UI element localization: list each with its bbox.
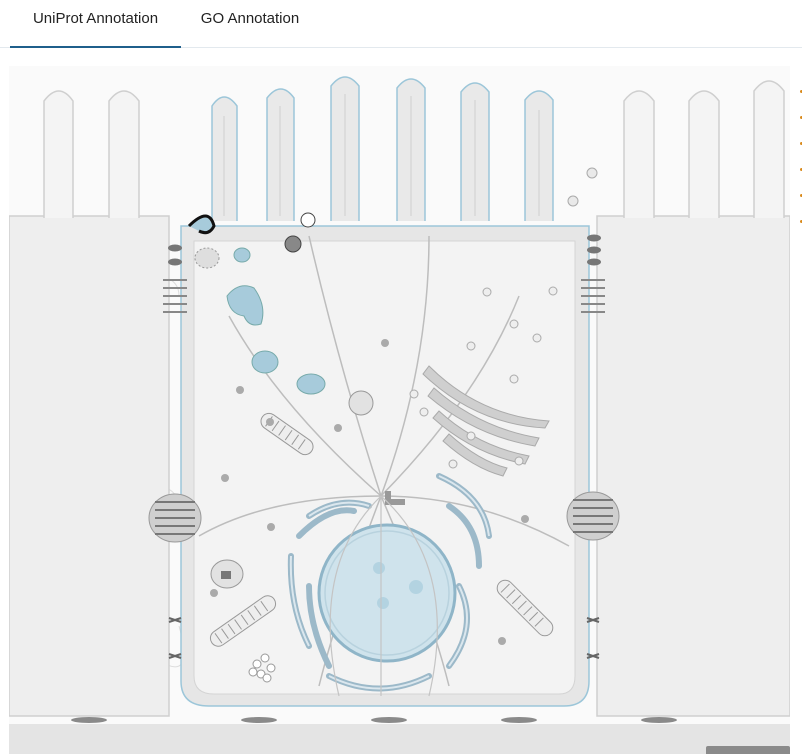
desmosome-right — [566, 491, 620, 541]
vesicles-golgi — [409, 286, 558, 469]
adherens-junction-right — [581, 279, 605, 313]
legend-partial — [796, 78, 802, 408]
hemidesmosomes — [71, 717, 677, 723]
legend-bullet — [800, 194, 802, 197]
neighbor-microvilli — [43, 80, 785, 218]
clathrin-coated-pit — [187, 214, 216, 235]
caveola — [194, 247, 220, 269]
microvilli — [211, 76, 554, 221]
tight-junction-right — [587, 234, 601, 266]
neighbor-cell-right — [596, 215, 790, 717]
recycling-endosome — [251, 350, 279, 374]
mitochondrion-3 — [496, 579, 554, 637]
legend-bullet — [800, 142, 802, 145]
coated-vesicle — [284, 235, 302, 253]
golgi-apparatus — [422, 365, 550, 477]
legend-bullet — [800, 168, 802, 171]
adherens-junction-left — [163, 279, 187, 313]
legend-bullet — [800, 90, 802, 93]
legend-bullet — [800, 220, 802, 223]
vesicles-small — [210, 339, 529, 645]
tab-go-annotation[interactable]: GO Annotation — [200, 10, 300, 27]
cell-cross-section-illustration — [9, 76, 790, 754]
peroxisome — [348, 390, 374, 416]
viewer-controls[interactable] — [706, 746, 790, 754]
multivesicular-body — [296, 373, 326, 395]
annotation-tabs: UniProt Annotation GO Annotation — [0, 0, 802, 48]
microvilli-filaments — [223, 94, 540, 216]
nucleus — [317, 523, 457, 663]
er-lumen — [289, 475, 490, 690]
tab-uniprot-annotation[interactable]: UniProt Annotation — [10, 0, 181, 48]
basement-membrane — [9, 724, 790, 754]
intermediate-filaments — [329, 495, 438, 697]
nuclear-envelope-inner — [324, 530, 450, 656]
late-endosome — [226, 285, 264, 326]
exocytic-vesicle — [300, 212, 316, 228]
neighbor-cell-left — [9, 215, 170, 717]
desmosome-left — [148, 493, 202, 543]
secreted-vesicles — [567, 167, 598, 207]
centrosome — [385, 491, 405, 505]
tight-junction-left — [168, 244, 182, 266]
nucleoli — [373, 562, 423, 609]
gap-junctions — [168, 617, 600, 659]
legend-bullet — [800, 116, 802, 119]
subcellular-location-viewer[interactable] — [9, 66, 790, 754]
mitochondrion-2 — [209, 595, 277, 647]
endosome-early — [233, 247, 251, 263]
ribosome-cluster — [248, 653, 276, 683]
lysosome-core — [221, 571, 231, 579]
